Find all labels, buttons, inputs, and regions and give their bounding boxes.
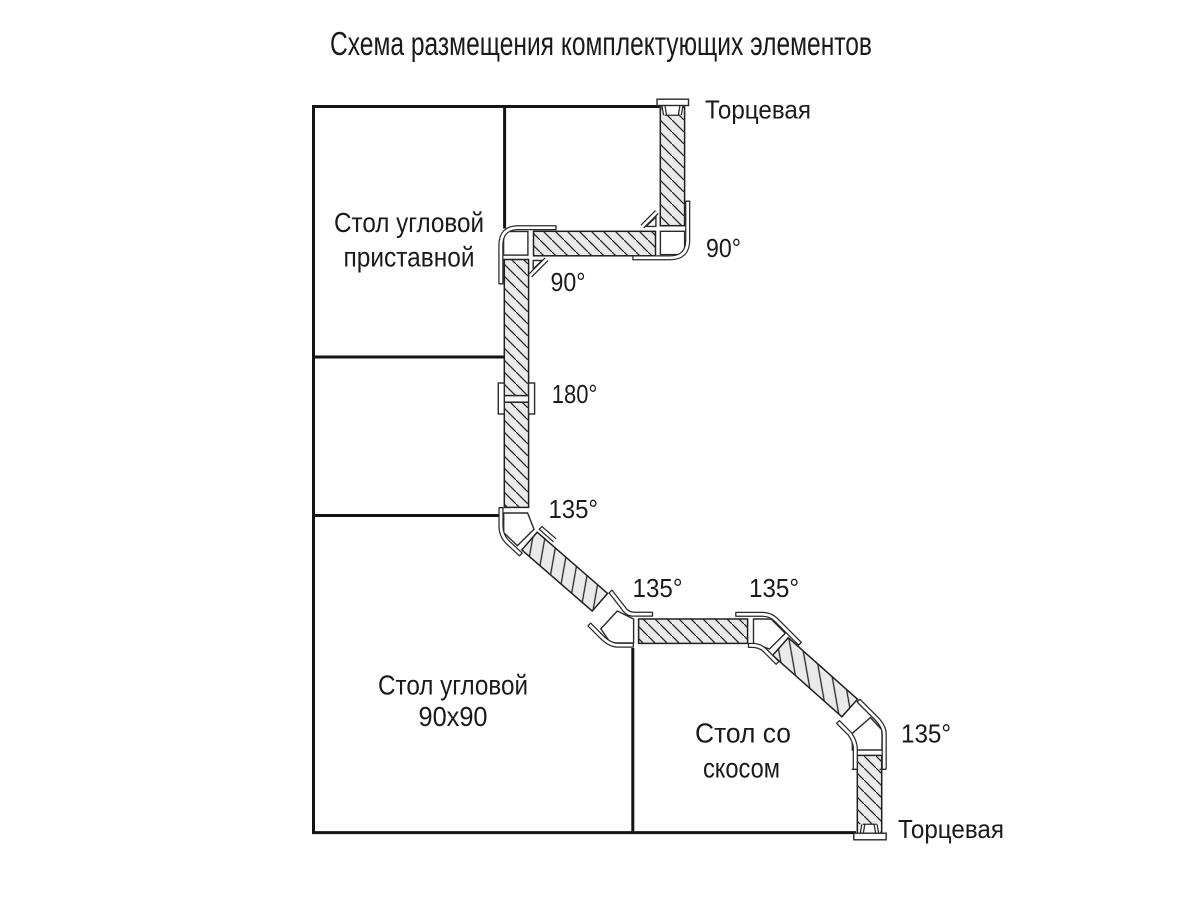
svg-text:90°: 90° <box>706 233 741 263</box>
svg-text:Торцевая: Торцевая <box>898 814 1004 844</box>
svg-text:Торцевая: Торцевая <box>705 95 811 125</box>
svg-text:135°: 135° <box>901 718 951 748</box>
svg-text:90х90: 90х90 <box>419 701 488 732</box>
svg-text:135°: 135° <box>633 573 683 603</box>
svg-text:приставной: приставной <box>344 242 475 273</box>
svg-text:Стол угловой: Стол угловой <box>378 670 528 701</box>
svg-text:Схема размещения комплектующих: Схема размещения комплектующих элементов <box>330 25 872 62</box>
svg-text:скосом: скосом <box>703 753 780 784</box>
svg-text:Стол со: Стол со <box>695 718 791 749</box>
svg-text:90°: 90° <box>551 267 586 297</box>
svg-text:180°: 180° <box>552 379 598 409</box>
svg-text:135°: 135° <box>749 573 799 603</box>
svg-text:Стол угловой: Стол угловой <box>334 207 484 238</box>
svg-text:135°: 135° <box>549 494 599 524</box>
